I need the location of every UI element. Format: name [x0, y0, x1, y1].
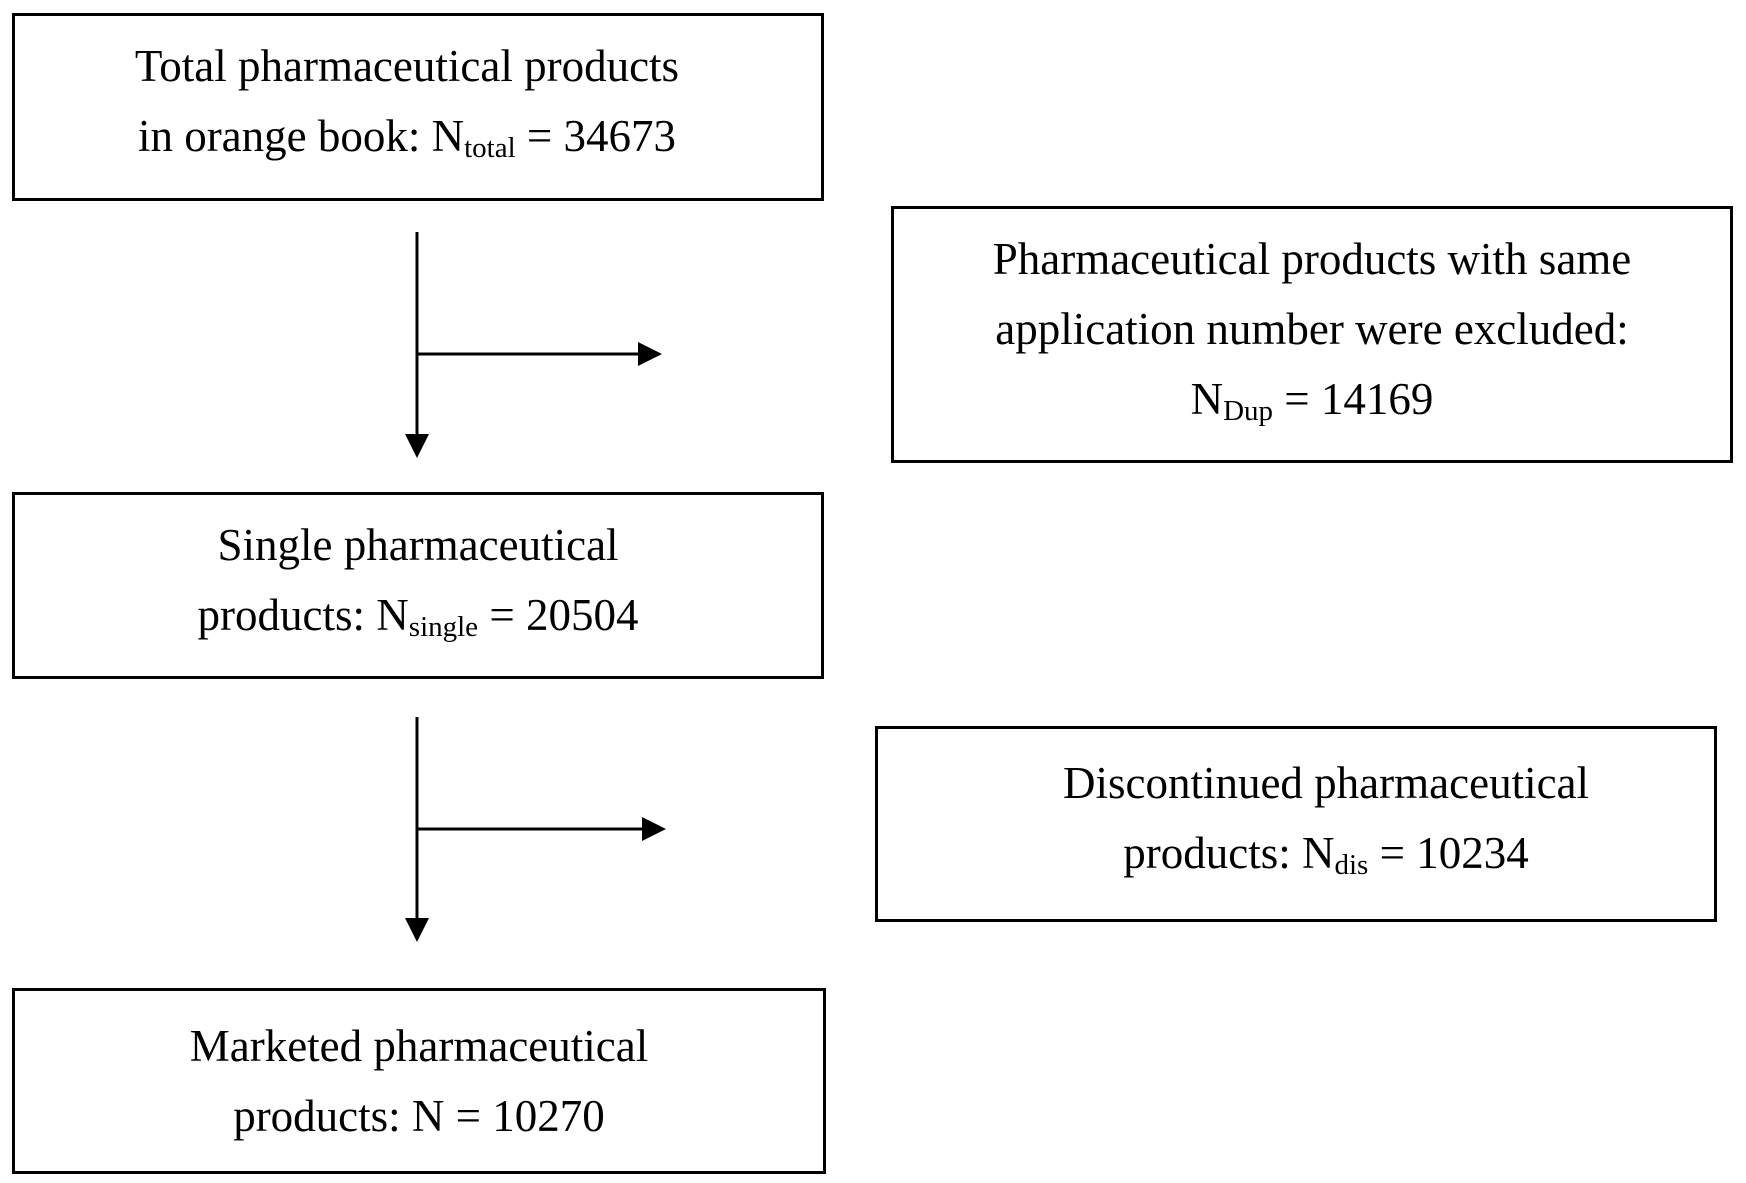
total-products-prefix: in orange book: N: [138, 111, 464, 161]
discontinued-value: = 10234: [1368, 828, 1528, 878]
duplicates-excluded-box: Pharmaceutical products with same applic…: [891, 206, 1733, 463]
total-products-line2: in orange book: Ntotal = 34673: [4, 101, 810, 183]
total-products-line1: Total pharmaceutical products: [4, 31, 810, 101]
single-products-line1: Single pharmaceutical: [15, 510, 821, 580]
total-products-box: Total pharmaceutical products in orange …: [12, 13, 824, 201]
duplicates-line1: Pharmaceutical products with same: [894, 224, 1730, 294]
marketed-line2: products: N = 10270: [15, 1081, 823, 1151]
duplicates-value: = 14169: [1273, 374, 1433, 424]
total-products-value: = 34673: [516, 111, 676, 161]
duplicates-line2: application number were excluded:: [894, 294, 1730, 364]
discontinued-line2: products: Ndis = 10234: [908, 818, 1744, 900]
discontinued-line1: Discontinued pharmaceutical: [908, 748, 1744, 818]
duplicates-line3: NDup = 14169: [894, 364, 1730, 446]
arrow-exclude-duplicates: [417, 342, 662, 366]
duplicates-subscript: Dup: [1223, 395, 1273, 427]
single-products-subscript: single: [409, 611, 478, 643]
arrow-exclude-discontinued: [417, 817, 666, 841]
single-products-box: Single pharmaceutical products: Nsingle …: [12, 492, 824, 679]
single-products-line2: products: Nsingle = 20504: [15, 580, 821, 662]
single-products-value: = 20504: [478, 590, 638, 640]
discontinued-subscript: dis: [1335, 849, 1369, 881]
duplicates-prefix: N: [1191, 374, 1224, 424]
discontinued-products-box: Discontinued pharmaceutical products: Nd…: [875, 726, 1717, 922]
marketed-line1: Marketed pharmaceutical: [15, 1011, 823, 1081]
marketed-products-box: Marketed pharmaceutical products: N = 10…: [12, 988, 826, 1174]
discontinued-prefix: products: N: [1123, 828, 1334, 878]
total-products-subscript: total: [464, 132, 516, 164]
arrow-total-to-single: [405, 232, 429, 458]
single-products-prefix: products: N: [198, 590, 409, 640]
